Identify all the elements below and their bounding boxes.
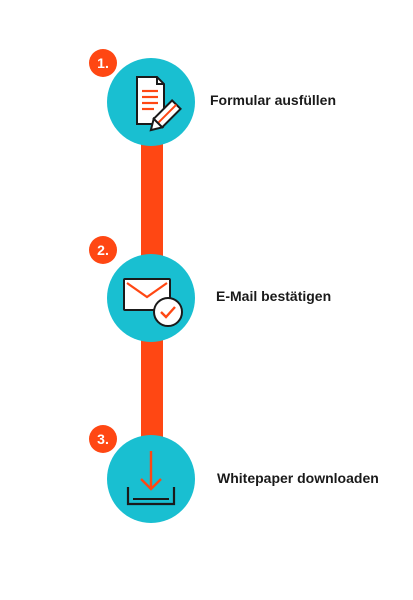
step-connector-1-2 xyxy=(141,140,163,270)
step-1-circle xyxy=(107,58,195,146)
step-3-circle xyxy=(107,435,195,523)
step-2-number-badge: 2. xyxy=(89,236,117,264)
step-1-label: Formular ausfüllen xyxy=(210,92,337,108)
step-2-circle xyxy=(107,254,195,342)
step-3-label: Whitepaper downloaden xyxy=(217,470,379,486)
download-tray-icon xyxy=(126,451,176,506)
step-3-number-badge: 3. xyxy=(89,425,117,453)
step-2-label: E-Mail bestätigen xyxy=(216,288,332,304)
step-connector-2-3 xyxy=(141,330,163,460)
document-pencil-icon xyxy=(136,76,182,132)
step-1-number-badge: 1. xyxy=(89,49,117,77)
email-check-icon xyxy=(123,278,183,327)
